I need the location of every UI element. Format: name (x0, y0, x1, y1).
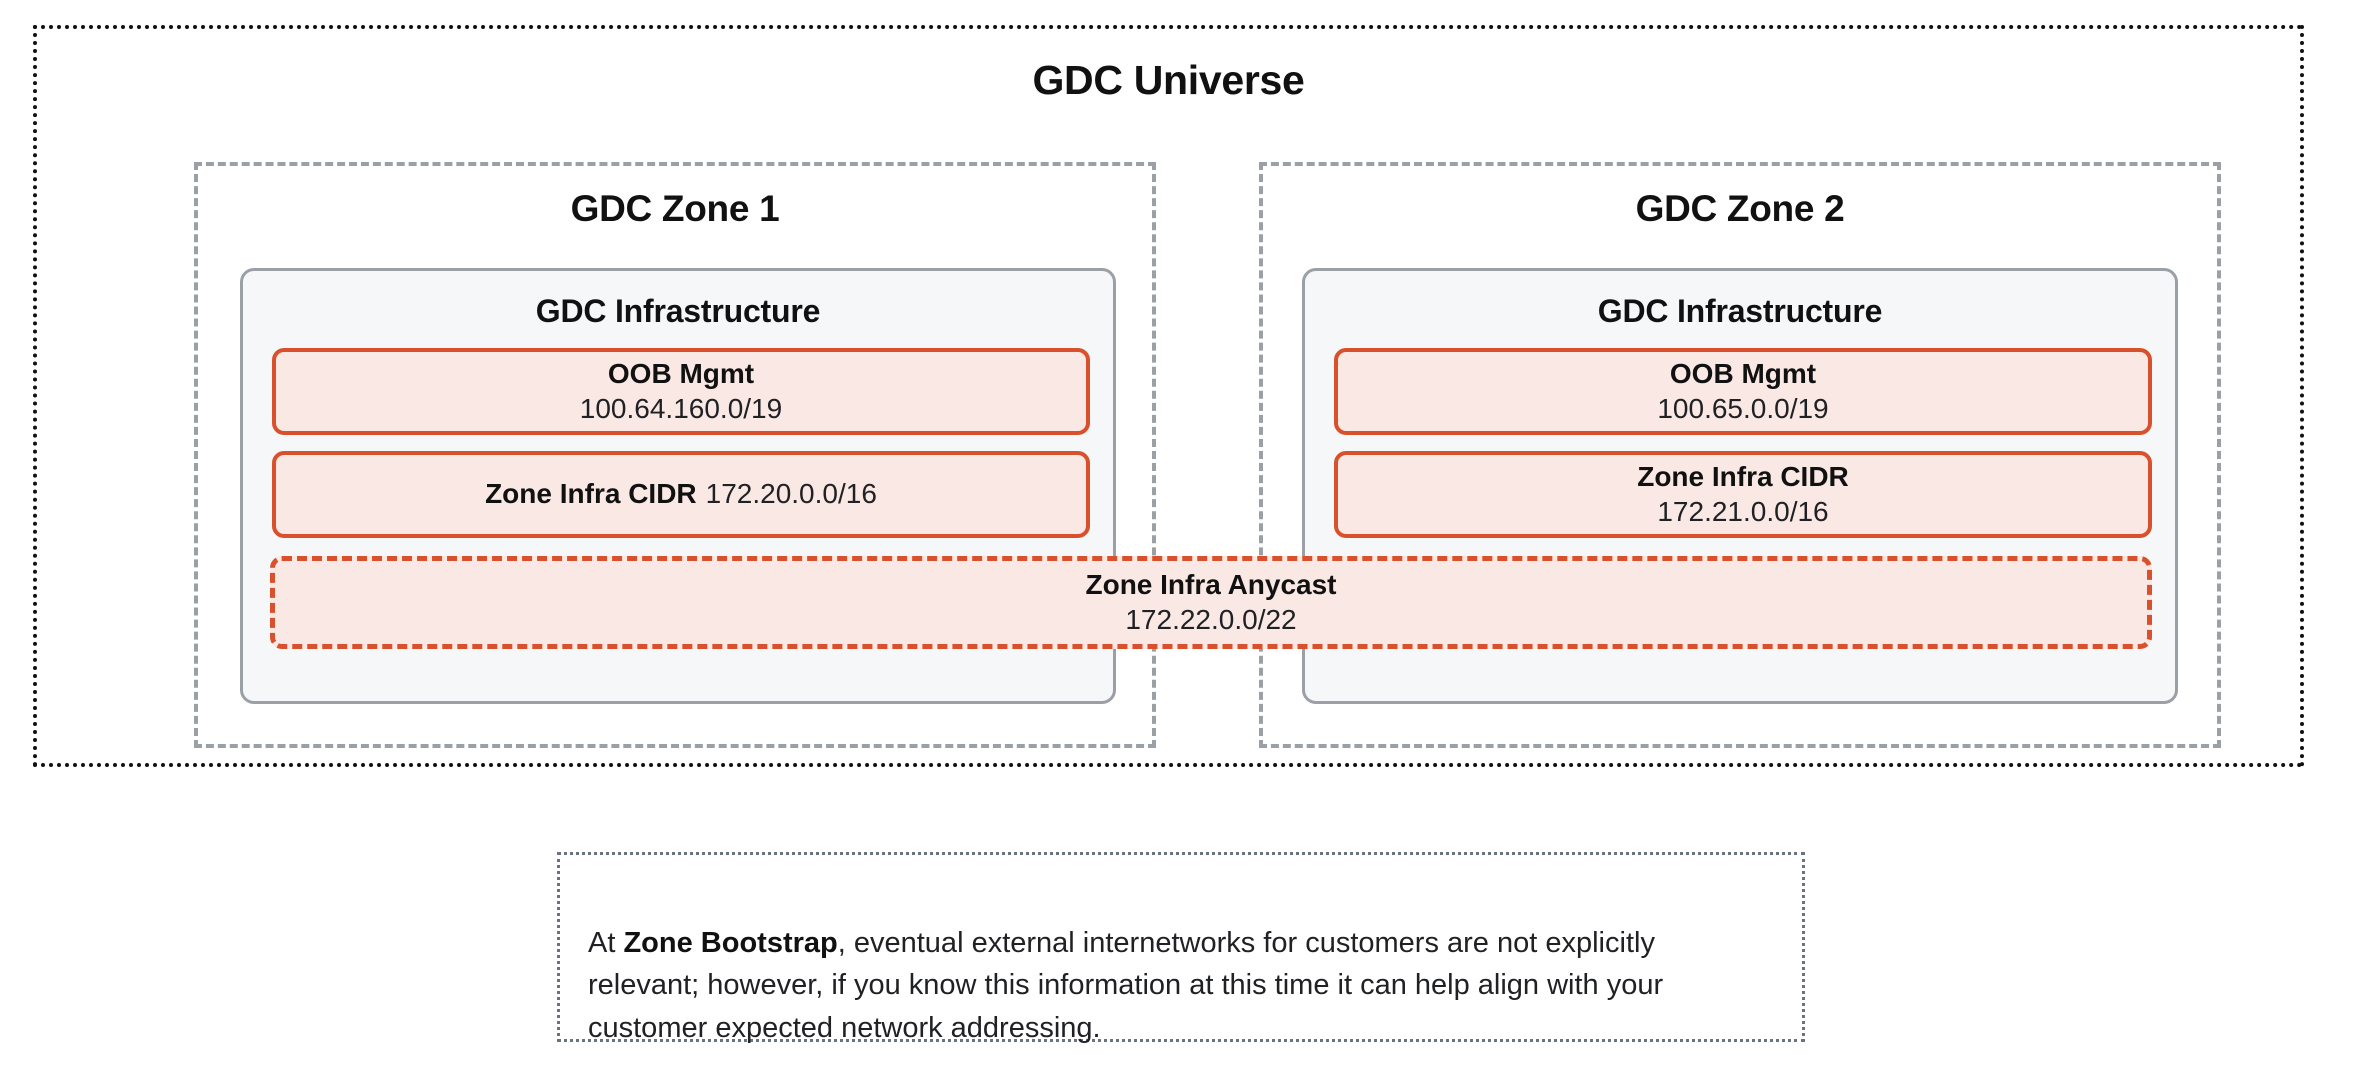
universe-title: GDC Universe (1032, 57, 1305, 103)
gdc-zone-2-container: GDC Zone 2 (1259, 162, 2221, 748)
zone-1-infra-cidr-label: Zone Infra CIDR (485, 478, 697, 510)
note-emphasis-text: Zone Bootstrap (623, 927, 838, 959)
gdc-zone-1-container: GDC Zone 1 (194, 162, 1156, 748)
zone-infra-anycast-value: 172.22.0.0/22 (1125, 603, 1297, 635)
zone-2-infrastructure-title: GDC Infrastructure (1597, 293, 1883, 329)
zone-2-infra-cidr-value: 172.21.0.0/16 (1657, 495, 1829, 527)
zone-2-oob-mgmt-block: OOB Mgmt 100.65.0.0/19 (1334, 348, 2152, 435)
zone-2-title: GDC Zone 2 (1635, 188, 1845, 229)
zone-2-infra-cidr-block: Zone Infra CIDR 172.21.0.0/16 (1334, 451, 2152, 538)
note-lead-text: At (588, 927, 624, 959)
zone-1-infra-cidr-block: Zone Infra CIDR 172.20.0.0/16 (272, 451, 1090, 538)
bootstrap-note-callout: At Zone Bootstrap, eventual external int… (557, 852, 1805, 1044)
zone-1-oob-mgmt-block: OOB Mgmt 100.64.160.0/19 (272, 348, 1090, 435)
zone-infra-anycast-block: Zone Infra Anycast 172.22.0.0/22 (270, 556, 2152, 649)
gdc-universe-container: GDC Universe GDC Zone 1 GDC Infrastructu… (33, 25, 2304, 767)
zone-1-oob-mgmt-label: OOB Mgmt (607, 358, 755, 390)
zone-1-infrastructure-title: GDC Infrastructure (535, 293, 821, 329)
zone-1-infra-cidr-value: 172.20.0.0/16 (705, 478, 877, 510)
zone-infra-anycast-label: Zone Infra Anycast (1085, 569, 1337, 601)
zone-1-title: GDC Zone 1 (570, 188, 780, 229)
note-body-text: , eventual external internetworks for cu… (588, 927, 1664, 1044)
bootstrap-note-text: At Zone Bootstrap, eventual external int… (588, 922, 1774, 1049)
zone-2-oob-mgmt-value: 100.65.0.0/19 (1657, 392, 1829, 424)
zone-2-infra-cidr-label: Zone Infra CIDR (1637, 461, 1849, 493)
zone-2-oob-mgmt-label: OOB Mgmt (1669, 358, 1817, 390)
zone-1-oob-mgmt-value: 100.64.160.0/19 (579, 392, 783, 424)
